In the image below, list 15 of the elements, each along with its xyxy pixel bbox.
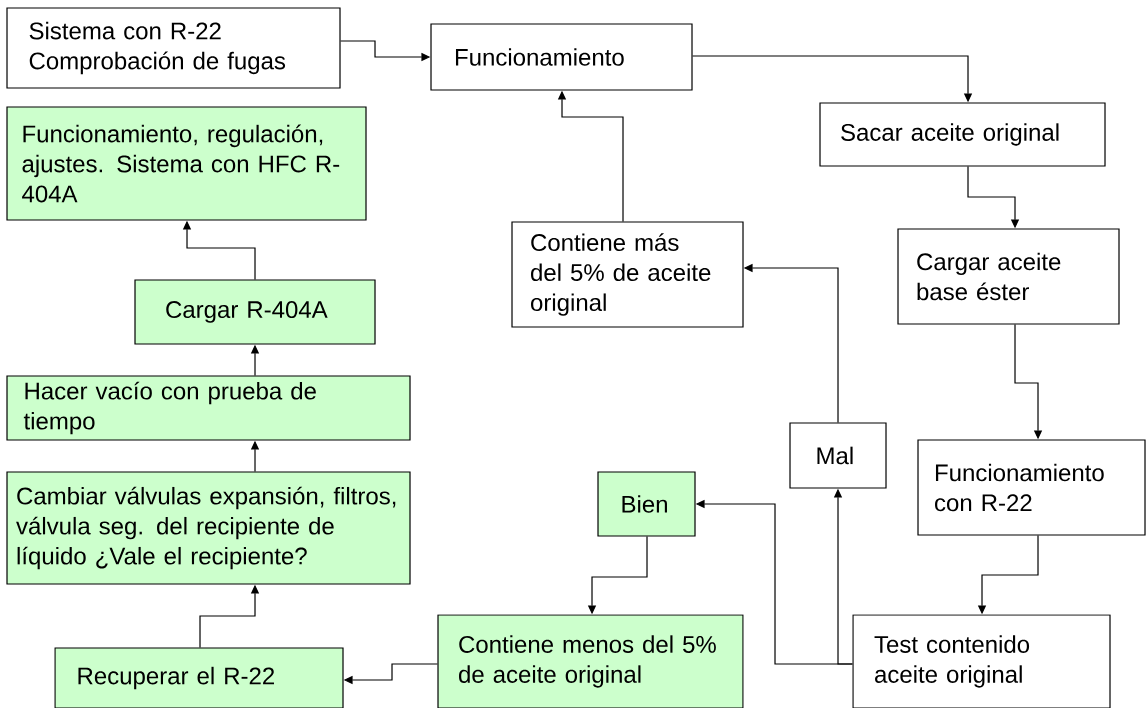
process-box: Contiene menos del 5% de aceite original (437, 614, 744, 708)
process-box: Cargar aceite base éster (897, 228, 1120, 325)
process-box: Cargar R-404A (134, 279, 376, 345)
process-box: Test contenido aceite original (852, 614, 1111, 708)
process-box: Hacer vacío con prueba de tiempo (6, 375, 411, 441)
process-box: Mal (789, 422, 887, 489)
process-box: Funcionamiento, regulación, ajustes. Sistema con HFC R-404A (6, 106, 367, 221)
process-box: Sistema con R-22 Comprobación de fugas (6, 7, 341, 89)
process-box: Bien (597, 471, 696, 537)
process-box: Recuperar el R-22 (54, 647, 344, 708)
process-box: Funcionamiento con R-22 (917, 439, 1146, 536)
process-box: Sacar aceite original (819, 102, 1106, 167)
process-box: Contiene más del 5% de aceite original (511, 221, 744, 328)
process-box: Funcionamiento (430, 23, 693, 91)
process-box: Cambiar válvulas expansión, filtros, válvula seg. del recipiente de líquido ¿Vale el recipiente? (6, 471, 411, 585)
